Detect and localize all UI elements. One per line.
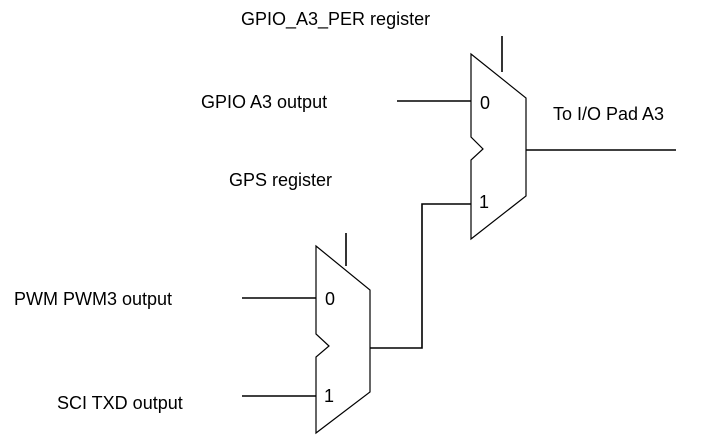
lower-mux-input-1-label: 1 — [324, 386, 334, 406]
to-io-pad-label: To I/O Pad A3 — [553, 104, 664, 124]
pwm-output-label: PWM PWM3 output — [14, 289, 172, 309]
upper-mux-input-0-label: 0 — [480, 93, 490, 113]
lower-to-upper-wire — [370, 203, 471, 349]
gpio-per-register-label: GPIO_A3_PER register — [241, 9, 430, 30]
upper-mux-input-1-label: 1 — [479, 192, 489, 212]
lower-mux — [315, 244, 371, 435]
gps-register-label: GPS register — [229, 170, 332, 190]
gpio-a3-output-label: GPIO A3 output — [201, 92, 327, 112]
upper-mux — [470, 52, 527, 241]
lower-mux-input-0-label: 0 — [325, 289, 335, 309]
sci-txd-output-label: SCI TXD output — [57, 393, 183, 413]
